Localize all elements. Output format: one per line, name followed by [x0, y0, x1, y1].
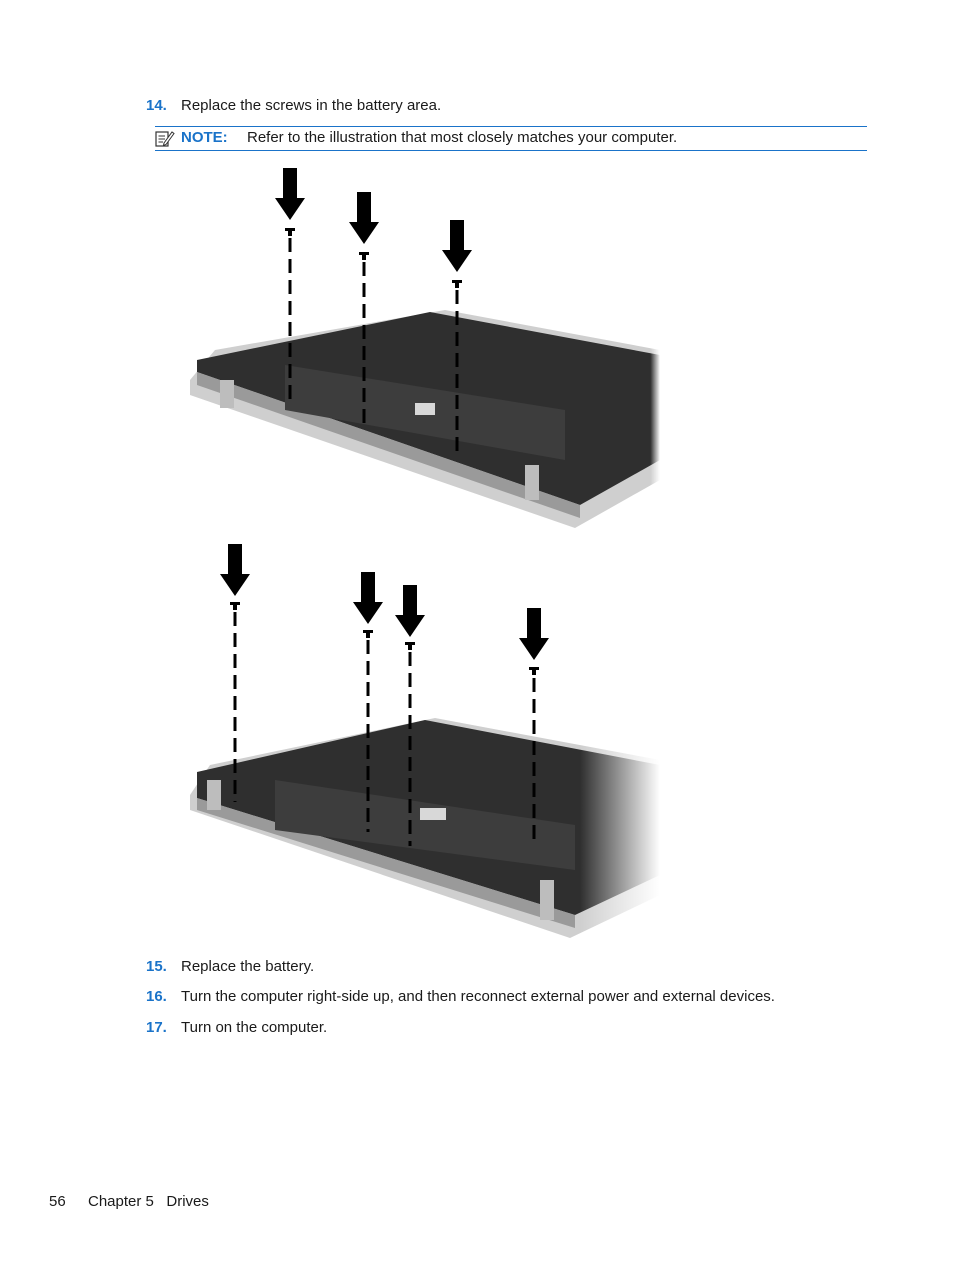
step-text: Replace the screws in the battery area.: [181, 97, 442, 114]
illustration-three-screws: [190, 168, 660, 530]
note-box: NOTE: Refer to the illustration that mos…: [155, 126, 867, 151]
screw-guides: [233, 612, 536, 846]
laptop-bottom: [190, 310, 660, 528]
page-number: 56: [49, 1193, 66, 1210]
arrow-icon: [220, 544, 549, 660]
screw-icon: [230, 602, 539, 675]
step-number: 16.: [146, 988, 167, 1005]
note-text: Refer to the illustration that most clos…: [247, 129, 678, 146]
step-number: 14.: [146, 97, 167, 114]
step-number: 15.: [146, 958, 167, 975]
screw-icon: [285, 228, 462, 288]
note-pad-pencil-icon: [155, 131, 175, 147]
screw-guides: [288, 238, 459, 456]
step-text: Turn the computer right-side up, and the…: [181, 988, 775, 1005]
chapter-label: Chapter 5 Drives: [88, 1193, 209, 1210]
laptop-bottom: [190, 718, 660, 938]
illustration-four-screws: [190, 544, 660, 940]
step-text: Turn on the computer.: [181, 1019, 328, 1036]
arrow-icon: [275, 168, 472, 272]
step-text: Replace the battery.: [181, 958, 315, 975]
note-label: NOTE:: [181, 129, 228, 146]
step-number: 17.: [146, 1019, 167, 1036]
